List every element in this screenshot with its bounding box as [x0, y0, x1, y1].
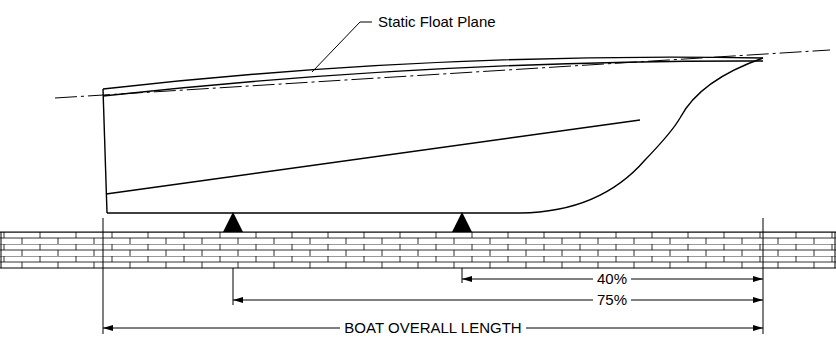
leader-line	[312, 22, 360, 72]
brick-ground	[0, 232, 836, 268]
callout-label: Static Float Plane	[374, 13, 500, 31]
boat-hull	[103, 57, 763, 213]
support-block	[452, 212, 472, 232]
extension-lines	[103, 218, 763, 334]
dimension-label: 40%	[593, 270, 631, 288]
dimension-label: 75%	[593, 291, 631, 309]
support-block	[223, 212, 243, 232]
dimension-label: BOAT OVERALL LENGTH	[340, 319, 525, 337]
float-plane-line	[55, 50, 830, 98]
